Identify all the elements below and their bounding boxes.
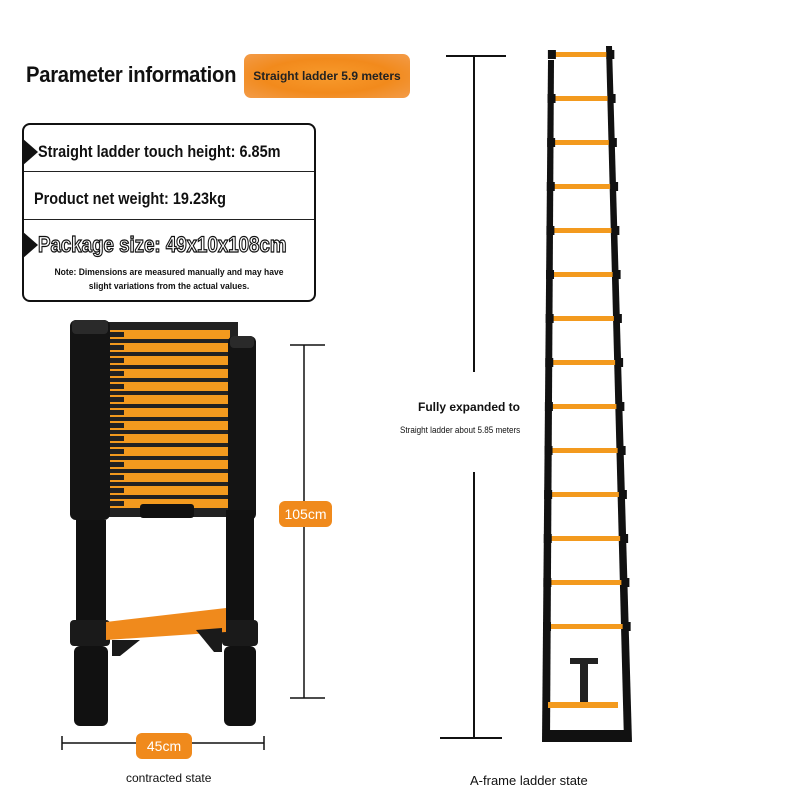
rung (546, 536, 624, 541)
spec-package-size: Package size: 49x10x108cm (37, 231, 287, 257)
rail-joint (615, 358, 624, 367)
rung (547, 448, 621, 453)
rail-joint (545, 358, 554, 367)
rung (104, 356, 230, 365)
spec-net-weight: Product net weight: 19.23kg (34, 189, 226, 208)
rung-lock (110, 462, 124, 467)
rail-joint (610, 182, 619, 191)
rail-joint (622, 622, 631, 631)
expanded-caption: A-frame ladder state (470, 773, 588, 788)
page-title: Parameter information (26, 62, 237, 87)
rail-joint (543, 622, 552, 631)
rail-joint (544, 490, 553, 499)
rail-joint (543, 534, 552, 543)
rail-joint (606, 50, 615, 59)
rail-joint (621, 578, 630, 587)
rung (104, 473, 230, 482)
rail-joint (618, 490, 627, 499)
rung-lock (110, 397, 124, 402)
rung-stack (98, 322, 238, 517)
rung-lock (110, 488, 124, 493)
rung-lock (110, 384, 124, 389)
rail-joint (543, 578, 552, 587)
rung (546, 580, 625, 585)
rung-lock (110, 501, 124, 506)
rung (104, 447, 230, 456)
rung (550, 140, 612, 145)
rail-joint (608, 138, 617, 147)
rung (549, 228, 615, 233)
rung-lock (110, 332, 124, 337)
rail-joint (611, 226, 620, 235)
contracted-caption: contracted state (126, 771, 212, 785)
rung (104, 330, 230, 339)
rung-lock (110, 358, 124, 363)
rung (104, 343, 230, 352)
rung-lock (110, 345, 124, 350)
rung (104, 421, 230, 430)
rung (104, 460, 230, 469)
rung-lock (110, 371, 124, 376)
rung (104, 499, 230, 508)
spec-touch-height: Straight ladder touch height: 6.85m (38, 142, 281, 161)
spec-row-touch-height: Straight ladder touch height: 6.85m (22, 133, 314, 172)
width-label: 45cm (136, 733, 192, 759)
rail-joint (620, 534, 629, 543)
rung (548, 360, 619, 365)
rung (104, 486, 230, 495)
rung (550, 52, 610, 57)
spec-row-package-size: Package size: 49x10x108cm (22, 225, 314, 265)
rail-joint (547, 50, 556, 59)
rail-joint (546, 270, 555, 279)
rung (104, 434, 230, 443)
rail-joint (546, 182, 555, 191)
rung (104, 382, 230, 391)
rail-joint (607, 94, 616, 103)
rung (550, 96, 611, 101)
rail-joint (546, 226, 555, 235)
height-label: 105cm (279, 501, 332, 527)
expanded-label-line1: Fully expanded to (418, 400, 521, 414)
rail-joint (617, 446, 626, 455)
rung-lock (110, 423, 124, 428)
row-marker-icon (22, 138, 38, 166)
measurement-note: Note: Dimensions are measured manually a… (54, 267, 284, 292)
contracted-ladder-illustration (61, 320, 325, 750)
rail-joint (544, 446, 553, 455)
rung (548, 316, 617, 321)
expanded-label-line2: Straight ladder about 5.85 meters (400, 425, 521, 435)
rung (104, 395, 230, 404)
rung (104, 369, 230, 378)
rung (549, 184, 614, 189)
rung (546, 624, 626, 629)
rung-lock (110, 475, 124, 480)
spec-row-net-weight: Product net weight: 19.23kg (24, 179, 314, 220)
ladder-length-badge: Straight ladder 5.9 meters (244, 54, 410, 98)
rail-joint (547, 138, 556, 147)
rung (547, 404, 620, 409)
rail-joint (544, 402, 553, 411)
rung (547, 492, 622, 497)
rail-joint (612, 270, 621, 279)
rail-joint (616, 402, 625, 411)
rung-lock (110, 436, 124, 441)
rail-joint (547, 94, 556, 103)
rail-joint (613, 314, 622, 323)
expanded-ladder-illustration (440, 46, 632, 742)
rung (549, 272, 616, 277)
row-marker-icon (22, 231, 38, 259)
spec-box: Straight ladder touch height: 6.85m Prod… (22, 123, 316, 302)
rung (104, 408, 230, 417)
rung-lock (110, 410, 124, 415)
rung-lock (110, 449, 124, 454)
rail-joint (545, 314, 554, 323)
